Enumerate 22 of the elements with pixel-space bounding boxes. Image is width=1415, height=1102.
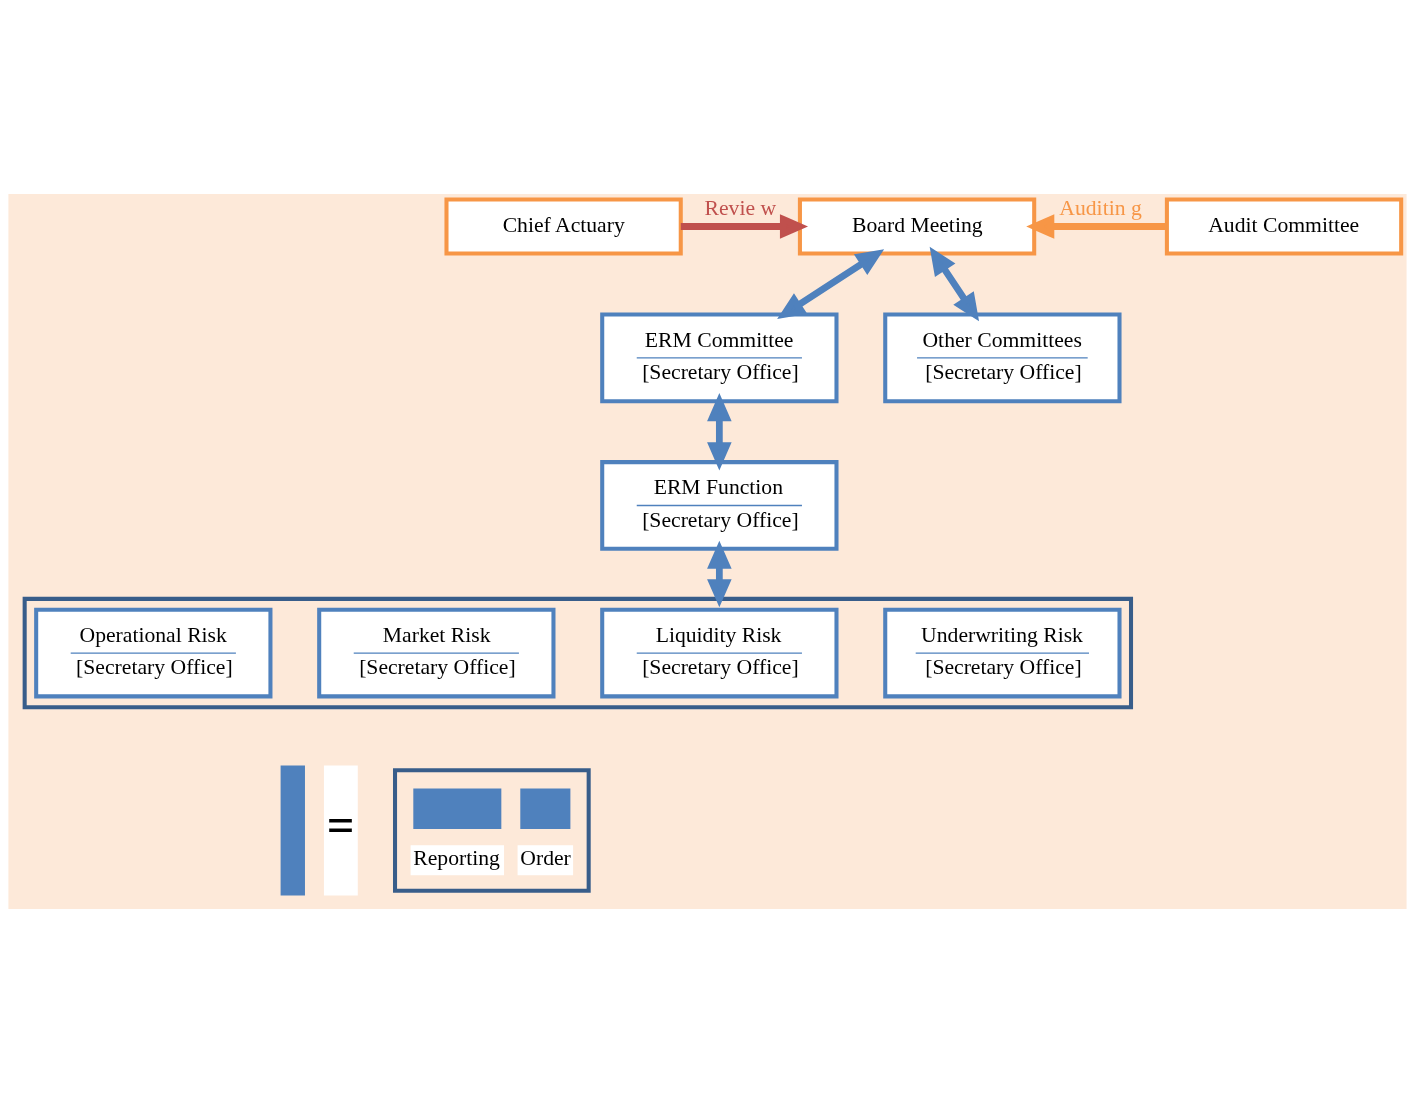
cluster [22, 596, 1134, 709]
node-box: ERM Committee [Secretary Office] [600, 312, 839, 403]
arrow [707, 540, 732, 607]
node-box: ERM Function [Secretary Office] [600, 459, 839, 551]
node-box: Market Risk [Secretary Office] [317, 607, 556, 698]
node-box: Liquidity Risk [Secretary Office] [600, 607, 839, 698]
node-box: Chief Actuary [444, 196, 683, 256]
edge-label: Auditin g [1059, 195, 1142, 220]
label: = [326, 797, 355, 852]
node-box: Operational Risk [Secretary Office] [34, 607, 273, 698]
arrow [1026, 213, 1167, 239]
edge-label: Revie w [704, 195, 777, 220]
node-box: Underwriting Risk [Secretary Office] [883, 607, 1122, 698]
node-box: Board Meeting [797, 196, 1037, 256]
arrow [777, 248, 885, 319]
arrow [680, 213, 808, 239]
legend-label: Order [520, 845, 571, 870]
arrow [929, 246, 980, 321]
legend-label: Reporting [413, 845, 500, 870]
node-box: Audit Committee [1164, 196, 1404, 256]
arrow [707, 392, 732, 470]
node-box: Other Committees [Secretary Office] [883, 312, 1122, 403]
